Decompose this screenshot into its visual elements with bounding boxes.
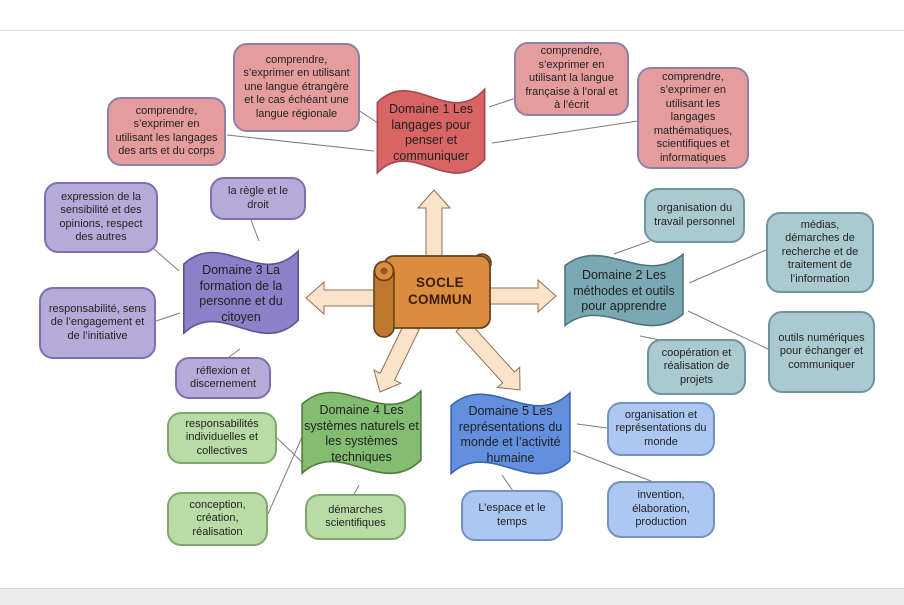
connector bbox=[276, 437, 303, 463]
node-langue-francaise[interactable]: comprendre, s’exprimer en utilisant la l… bbox=[514, 42, 629, 116]
node-arts-corps[interactable]: comprendre, s’exprimer en utilisant les … bbox=[107, 97, 226, 166]
node-espace-temps[interactable]: L’espace et le temps bbox=[461, 490, 563, 541]
top-divider bbox=[0, 30, 904, 31]
connector bbox=[155, 312, 181, 322]
connector bbox=[488, 97, 517, 108]
node-langue-etrangere[interactable]: comprendre, s’exprimer en utilisant une … bbox=[233, 43, 360, 132]
domain-1-label: Domaine 1 Les langages pour penser et co… bbox=[388, 102, 474, 163]
socle-commun-label[interactable]: SOCLE COMMUN bbox=[407, 275, 473, 307]
domain-2-shape[interactable]: Domaine 2 Les méthodes et outils pour ap… bbox=[557, 243, 691, 340]
wave-svg bbox=[370, 76, 492, 190]
node-organisation-monde[interactable]: organisation et représentations du monde bbox=[607, 402, 715, 456]
connector bbox=[688, 249, 767, 284]
connector bbox=[267, 427, 307, 515]
node-cooperation-projets[interactable]: coopération et réalisation de projets bbox=[647, 339, 746, 395]
domain-3-shape[interactable]: Domaine 3 La formation de la personne et… bbox=[176, 238, 306, 350]
connector bbox=[687, 310, 769, 350]
node-outils-numeriques[interactable]: outils numériques pour échanger et commu… bbox=[768, 311, 875, 393]
connector bbox=[226, 134, 375, 152]
connector bbox=[613, 240, 651, 255]
connector bbox=[501, 474, 514, 492]
connector bbox=[228, 348, 241, 358]
node-conception-creation[interactable]: conception, création, réalisation bbox=[167, 492, 268, 546]
connector bbox=[153, 248, 180, 272]
arrow-down-left-to-domain-4[interactable] bbox=[373, 321, 420, 393]
connector bbox=[572, 450, 657, 484]
node-medias-information[interactable]: médias, démarches de recherche et de tra… bbox=[766, 212, 874, 293]
connector bbox=[491, 120, 639, 144]
node-reflexion-discernement[interactable]: réflexion et discernement bbox=[175, 357, 271, 399]
domain-2-label: Domaine 2 Les méthodes et outils pour ap… bbox=[573, 268, 675, 314]
domain-5-label: Domaine 5 Les représentations du monde e… bbox=[458, 404, 563, 465]
wave-svg bbox=[557, 243, 691, 340]
node-langages-scientifiques[interactable]: comprendre, s’exprimer en utilisant les … bbox=[637, 67, 749, 169]
domain-1-shape[interactable]: Domaine 1 Les langages pour penser et co… bbox=[370, 76, 492, 190]
bottom-strip bbox=[0, 588, 904, 605]
domain-5-shape[interactable]: Domaine 5 Les représentations du monde e… bbox=[443, 380, 578, 490]
socle-scroll-shape[interactable] bbox=[373, 253, 492, 338]
connector-lines bbox=[153, 97, 769, 515]
node-responsabilite-engagement[interactable]: responsabilité, sens de l’engagement et … bbox=[39, 287, 156, 359]
node-invention-production[interactable]: invention, élaboration, production bbox=[607, 481, 715, 538]
connector bbox=[250, 219, 260, 242]
wave-svg bbox=[294, 378, 429, 490]
arrow-down-right-to-domain-5[interactable] bbox=[455, 319, 521, 391]
arrows bbox=[305, 189, 557, 393]
domain-4-shape[interactable]: Domaine 4 Les systèmes naturels et les s… bbox=[294, 378, 429, 490]
domain-4-label: Domaine 4 Les systèmes naturels et les s… bbox=[304, 403, 419, 464]
wave-svg bbox=[443, 380, 578, 490]
node-travail-personnel[interactable]: organisation du travail personnel bbox=[644, 188, 745, 243]
scroll-spiral-center bbox=[380, 267, 388, 275]
connector bbox=[576, 423, 608, 429]
wave-svg bbox=[176, 238, 306, 350]
node-demarches-scientifiques[interactable]: démarches scientifiques bbox=[305, 494, 406, 540]
domain-3-label: Domaine 3 La formation de la personne et… bbox=[199, 263, 283, 324]
node-expression-sensibilite[interactable]: expression de la sensibilité et des opin… bbox=[44, 182, 158, 253]
node-responsabilites-collectives[interactable]: responsabilités individuelles et collect… bbox=[167, 412, 277, 464]
arrow-up-to-domain-1[interactable] bbox=[416, 189, 452, 259]
node-regle-droit[interactable]: la règle et le droit bbox=[210, 177, 306, 220]
